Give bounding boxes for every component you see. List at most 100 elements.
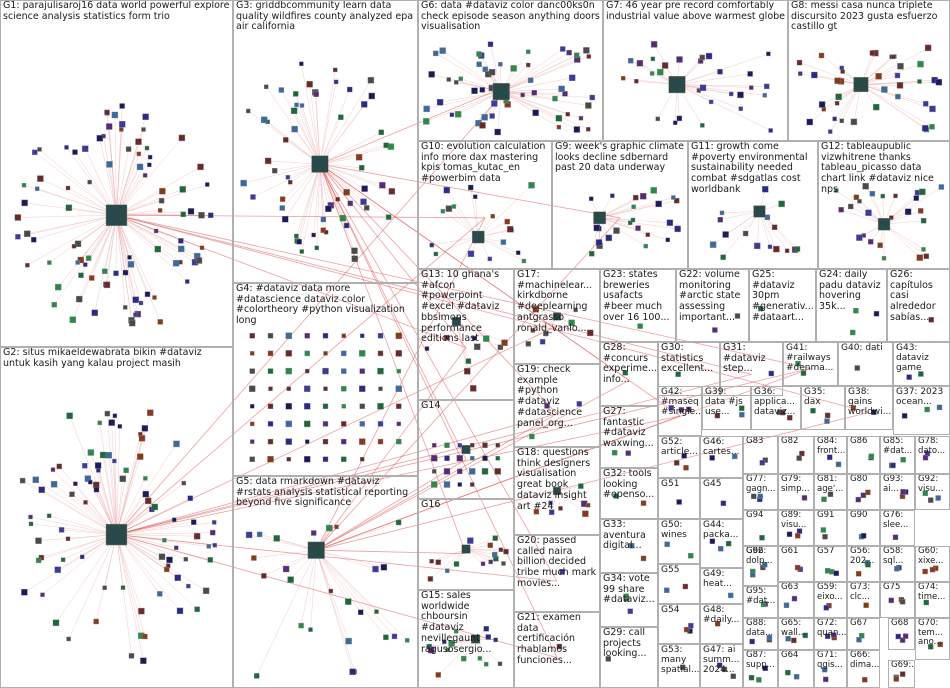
edge [501, 48, 563, 92]
node [720, 254, 726, 260]
edge [116, 215, 133, 324]
node [158, 553, 166, 560]
node [709, 538, 716, 544]
node [347, 200, 353, 207]
group-cell-g71: G71: qgis... [814, 650, 847, 688]
group-label: G24: daily padu dataviz hovering 35k... [819, 269, 884, 313]
edge [599, 217, 646, 247]
group-label: G13: 10 ghana's #afcon #powerpoint #exce… [421, 269, 503, 345]
node [533, 509, 540, 515]
node [494, 128, 501, 136]
node [520, 92, 525, 98]
node [294, 102, 299, 108]
group-label: G6: data #dataviz color danc00ks0n check… [421, 0, 603, 33]
node [795, 360, 801, 367]
group-cell-g33: G33: aventura digital... [600, 519, 658, 573]
node [144, 497, 152, 505]
inter-group-edge [116, 413, 558, 535]
node [470, 482, 475, 487]
node [293, 91, 299, 97]
edge [296, 164, 321, 237]
node [351, 247, 358, 254]
edge [116, 534, 198, 537]
edge [253, 549, 317, 559]
node [267, 456, 274, 463]
node [786, 531, 793, 537]
edge [426, 321, 457, 349]
group-cell-g12: G12: tableaupublic vizwhitrene thanks ta… [818, 141, 950, 269]
group-cell-g73: G73: clc... [847, 582, 880, 618]
node [380, 564, 388, 571]
group-label: G38: gains worldwi... [848, 387, 892, 418]
node [492, 551, 498, 558]
node [35, 186, 40, 191]
node [445, 568, 450, 573]
node [435, 672, 441, 678]
node [104, 410, 111, 417]
edge [316, 550, 355, 672]
group-label: G9: week's graphic climate looks decline… [555, 141, 688, 174]
node [119, 475, 126, 482]
group-cell-g86: G86 [847, 436, 880, 474]
edge [116, 521, 194, 535]
edge [319, 146, 391, 165]
node [890, 54, 896, 60]
node [359, 385, 366, 392]
edge [116, 211, 192, 216]
node [333, 79, 339, 85]
node [762, 562, 768, 568]
node [709, 241, 717, 248]
group-cell-g81: G81: age'... [814, 474, 847, 510]
node [589, 250, 595, 257]
edge [298, 164, 321, 242]
node [831, 632, 837, 638]
node [458, 76, 463, 81]
node [501, 561, 506, 566]
node [304, 385, 311, 392]
group-cell-g80: G80 [847, 474, 880, 510]
group-label: G73: clc... [850, 582, 873, 602]
node [267, 368, 274, 374]
edge [17, 214, 117, 218]
node [784, 248, 790, 254]
group-cell-g92: G92: visu... [915, 474, 950, 510]
inter-group-edge [319, 163, 558, 658]
node [313, 91, 319, 98]
node [795, 533, 801, 539]
group-label: G85: #dat... [883, 436, 913, 456]
group-cell-g29: G29: call projects looking... [600, 627, 658, 688]
group-cell-g74: G74: time... [915, 582, 950, 618]
node [674, 460, 680, 466]
edge [23, 184, 117, 216]
node [341, 404, 346, 409]
edge [319, 164, 344, 219]
edge [301, 164, 321, 252]
node [28, 514, 33, 520]
node [766, 634, 773, 641]
edge [301, 105, 321, 165]
group-label: G35: dax [804, 387, 829, 408]
node [322, 456, 329, 462]
node [299, 249, 304, 254]
node [454, 111, 462, 118]
node [360, 457, 365, 462]
node [472, 336, 477, 341]
group-cell-g47: G47: ai summ... 2024... [700, 644, 743, 688]
node [136, 163, 144, 171]
edge [84, 148, 117, 216]
node [264, 84, 269, 90]
node [433, 251, 439, 257]
group-label: G48: #daily... [703, 605, 740, 626]
node [665, 237, 670, 243]
edge [599, 217, 639, 229]
node [487, 542, 493, 548]
node [749, 638, 755, 645]
node [395, 519, 402, 526]
group-cell-g46: G46: cartes... [700, 436, 743, 478]
node [32, 476, 39, 483]
group-label: G57 [817, 546, 835, 556]
node [484, 662, 489, 667]
node [65, 536, 71, 541]
node [21, 182, 27, 188]
group-label: G59: eixo... [817, 582, 843, 602]
